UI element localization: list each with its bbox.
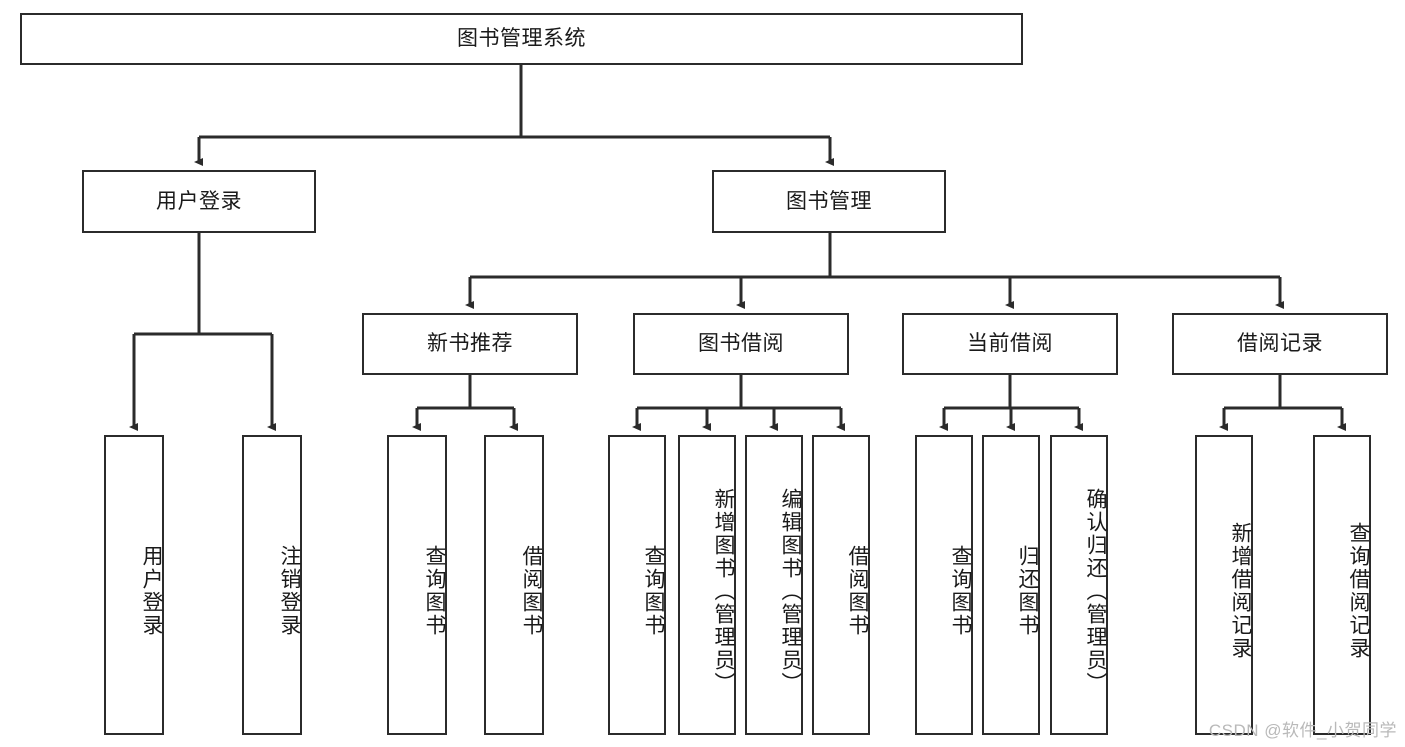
node-label: 用户登录 xyxy=(140,545,163,637)
node-label: 用户登录 xyxy=(156,189,242,213)
node-label: 新增借阅记录 xyxy=(1229,522,1252,660)
node-new-book-recommend[interactable]: 新书推荐 xyxy=(362,313,578,375)
leaf-add-book-admin[interactable]: 新增图书（管理员） xyxy=(678,435,736,735)
node-book-borrow[interactable]: 图书借阅 xyxy=(633,313,849,375)
leaf-query-book-recommend[interactable]: 查询图书 xyxy=(387,435,447,735)
node-label: 查询借阅记录 xyxy=(1347,522,1370,660)
node-label: 图书借阅 xyxy=(698,332,784,356)
node-label: 当前借阅 xyxy=(967,332,1053,356)
node-label: 确认归还（管理员） xyxy=(1084,487,1107,695)
node-label: 图书管理系统 xyxy=(457,27,586,51)
node-label: 查询图书 xyxy=(423,545,446,637)
node-user-login-module[interactable]: 用户登录 xyxy=(82,170,316,233)
node-book-management-module[interactable]: 图书管理 xyxy=(712,170,946,233)
leaf-user-login[interactable]: 用户登录 xyxy=(104,435,164,735)
node-borrow-record[interactable]: 借阅记录 xyxy=(1172,313,1388,375)
node-label: 新增图书（管理员） xyxy=(712,487,735,695)
leaf-query-book-borrow[interactable]: 查询图书 xyxy=(608,435,666,735)
leaf-edit-book-admin[interactable]: 编辑图书（管理员） xyxy=(745,435,803,735)
node-label: 借阅图书 xyxy=(846,545,869,637)
node-label: 归还图书 xyxy=(1016,545,1039,637)
watermark: CSDN @软件_小贺同学 xyxy=(1208,721,1397,740)
node-root-system[interactable]: 图书管理系统 xyxy=(20,13,1023,65)
leaf-confirm-return-admin[interactable]: 确认归还（管理员） xyxy=(1050,435,1108,735)
node-label: 图书管理 xyxy=(786,189,872,213)
node-label: 查询图书 xyxy=(949,545,972,637)
node-current-borrow[interactable]: 当前借阅 xyxy=(902,313,1118,375)
leaf-borrow-book[interactable]: 借阅图书 xyxy=(812,435,870,735)
leaf-add-borrow-record[interactable]: 新增借阅记录 xyxy=(1195,435,1253,735)
node-label: 注销登录 xyxy=(278,545,301,637)
node-label: 借阅图书 xyxy=(520,545,543,637)
leaf-query-book-current[interactable]: 查询图书 xyxy=(915,435,973,735)
leaf-logout[interactable]: 注销登录 xyxy=(242,435,302,735)
node-label: 借阅记录 xyxy=(1237,332,1323,356)
node-label: 查询图书 xyxy=(642,545,665,637)
node-label: 编辑图书（管理员） xyxy=(779,487,802,695)
leaf-return-book[interactable]: 归还图书 xyxy=(982,435,1040,735)
leaf-borrow-book-recommend[interactable]: 借阅图书 xyxy=(484,435,544,735)
node-label: 新书推荐 xyxy=(427,332,513,356)
leaf-query-borrow-record[interactable]: 查询借阅记录 xyxy=(1313,435,1371,735)
